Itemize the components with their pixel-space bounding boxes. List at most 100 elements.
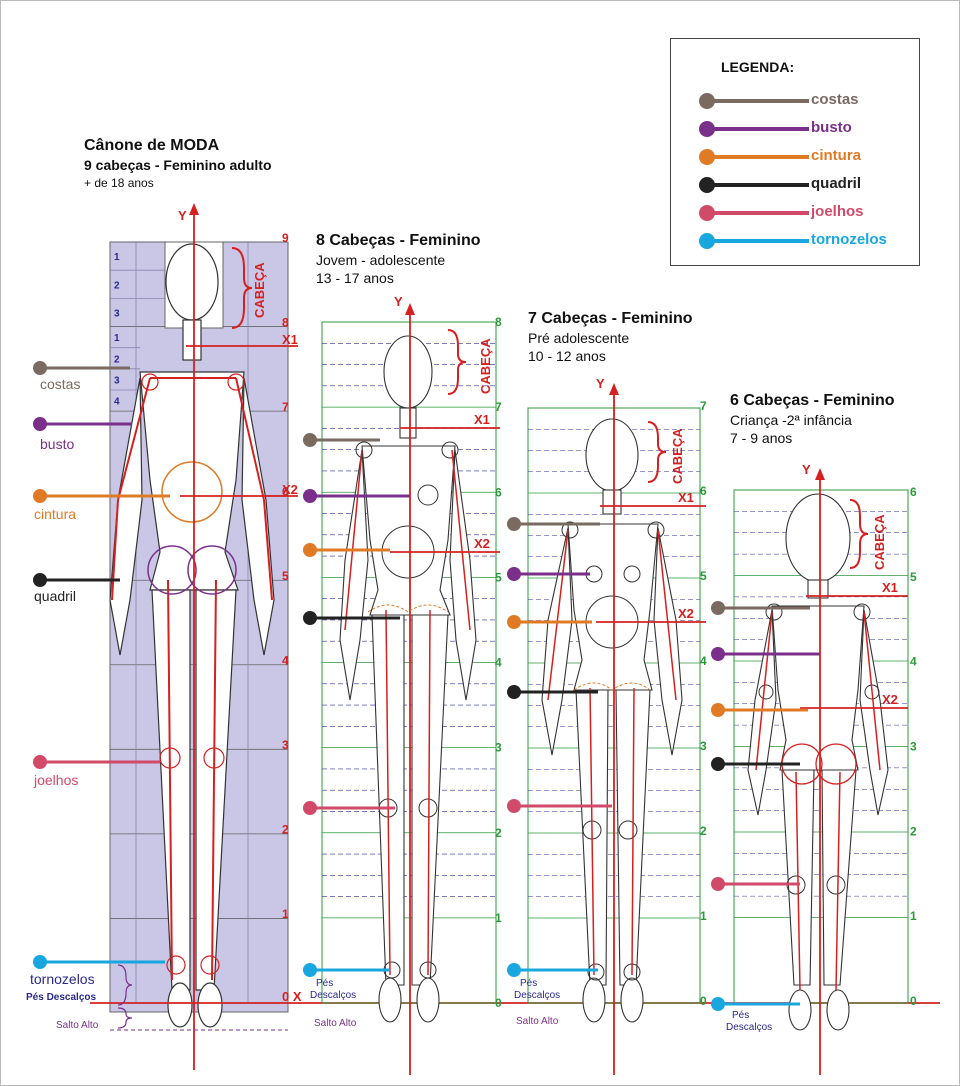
fig2-costas-pointer-dot [303,433,317,447]
fig2-joelhos-pointer-dot [303,801,317,815]
legend-label: quadril [811,175,862,192]
legend-line [709,211,809,215]
fig4-cintura-pointer-dot [711,703,725,717]
fig4-scale-number: 5 [910,570,917,584]
fig1-scale-number: 6 [282,485,289,499]
fig3-scale-number: 4 [700,654,707,668]
legend-item-joelhos: joelhos [699,203,909,225]
figure-child-panel [733,468,909,1075]
fig3-title: 7 Cabeças - Feminino [528,310,693,327]
fig3-subtitle: Pré adolescente [528,330,630,346]
fig1-scale-number: 8 [282,316,289,330]
fig2-pes: Pés [316,978,333,989]
fig1-axis-x2: X2 [282,482,298,497]
legend-label: cintura [811,147,862,164]
fig1-scale-number: 7 [282,400,289,414]
fig1-busto-pointer-dot [33,417,47,431]
legend-dot [699,177,715,193]
legend-item-costas: costas [699,91,909,113]
fig4-scale-number: 6 [910,485,917,499]
fig2-scale-number: 0 [495,996,502,1010]
legend-item-tornozelos: tornozelos [699,231,909,253]
fig1-axis-y: Y [178,208,187,223]
fig4-age: 7 - 9 anos [730,430,793,446]
fig4-cabeca-label: CABEÇA [872,514,887,570]
fig1-sub-scale-number: 2 [114,280,120,291]
fig3-descalcos: Descalços [514,990,560,1001]
fig1-axis-zero-x: 0 X [282,989,302,1004]
fig1-sub-scale-number: 3 [114,308,120,319]
fig3-axis-y: Y [596,376,605,391]
legend-label: busto [811,119,852,136]
fig1-scale-number: 1 [282,907,289,921]
legend-title: LEGENDA: [721,59,795,75]
fig1-scale-number: 3 [282,738,289,752]
fig1-sub-scale-number: 1 [114,252,120,263]
legend-dot [699,205,715,221]
fig4-scale-number: 2 [910,824,917,838]
fig2-age: 13 - 17 anos [316,270,394,286]
fig4-scale-number: 3 [910,740,917,754]
fig1-subtitle: 9 cabeças - Feminino adulto [84,157,272,173]
fig1-sub-scale-number: 1 [114,333,120,344]
fig4-scale-number: 4 [910,655,917,669]
fig2-cintura-pointer-dot [303,543,317,557]
figure-teen-panel [321,303,500,1075]
label-quadril: quadril [34,588,76,604]
fig4-axis-x2: X2 [882,692,898,707]
fig1-axis-x1: X1 [282,332,298,347]
legend-dot [699,149,715,165]
legend-line [709,239,809,243]
fig2-tornozelos-pointer-dot [303,963,317,977]
fig1-costas-pointer-dot [33,361,47,375]
fig1-joelhos-pointer-dot [33,755,47,769]
fig1-salto-alto: Salto Alto [56,1020,99,1031]
fig3-pes: Pés [520,978,537,989]
fig3-tornozelos-pointer-dot [507,963,521,977]
fig2-descalcos: Descalços [310,990,356,1001]
fig4-subtitle: Criança -2ª infância [730,412,852,428]
fig2-scale-number: 6 [495,485,502,499]
fig3-costas-pointer-dot [507,517,521,531]
legend-label: joelhos [811,203,864,220]
fig1-scale-number: 4 [282,654,289,668]
legend-line [709,155,809,159]
legend-dot [699,233,715,249]
fig2-scale-number: 5 [495,570,502,584]
fig2-axis-x2: X2 [474,536,490,551]
fig2-scale-number: 7 [495,400,502,414]
fig3-scale-number: 5 [700,569,707,583]
fig2-title: 8 Cabeças - Feminino [316,232,481,249]
legend-item-quadril: quadril [699,175,909,197]
fig4-scale-number: 1 [910,909,917,923]
legend-label: costas [811,91,859,108]
fig1-pes-descalcos: Pés Descalços [26,992,96,1003]
fig2-busto-pointer-dot [303,489,317,503]
fig2-axis-y: Y [394,294,403,309]
fig1-tornozelos-pointer-dot [33,955,47,969]
fig1-sub-scale-number: 3 [114,375,120,386]
legend: LEGENDA: costas busto cintura quadril joelho… [670,38,920,266]
fig2-scale-number: 8 [495,315,502,329]
fig3-scale-number: 0 [700,994,707,1008]
legend-dot [699,93,715,109]
fig2-salto-alto: Salto Alto [314,1018,357,1029]
fig1-sub-scale-number: 2 [114,354,120,365]
fig4-axis-y: Y [802,462,811,477]
fig1-title: Cânone de MODA [84,137,220,154]
label-joelhos: joelhos [33,772,78,788]
fig1-cabeca-label: CABEÇA [252,262,267,318]
legend-line [709,127,809,131]
fig2-cabeca-label: CABEÇA [478,338,493,394]
label-tornozelos: tornozelos [30,971,95,987]
legend-item-cintura: cintura [699,147,909,169]
fig2-scale-number: 3 [495,741,502,755]
figure-adult-panel [90,203,940,1070]
fig4-pes: Pés [732,1010,749,1021]
legend-line [709,99,809,103]
fig3-scale-number: 2 [700,824,707,838]
fig2-axis-x1: X1 [474,412,490,427]
fig4-axis-x1: X1 [882,580,898,595]
fig3-quadril-pointer-dot [507,685,521,699]
